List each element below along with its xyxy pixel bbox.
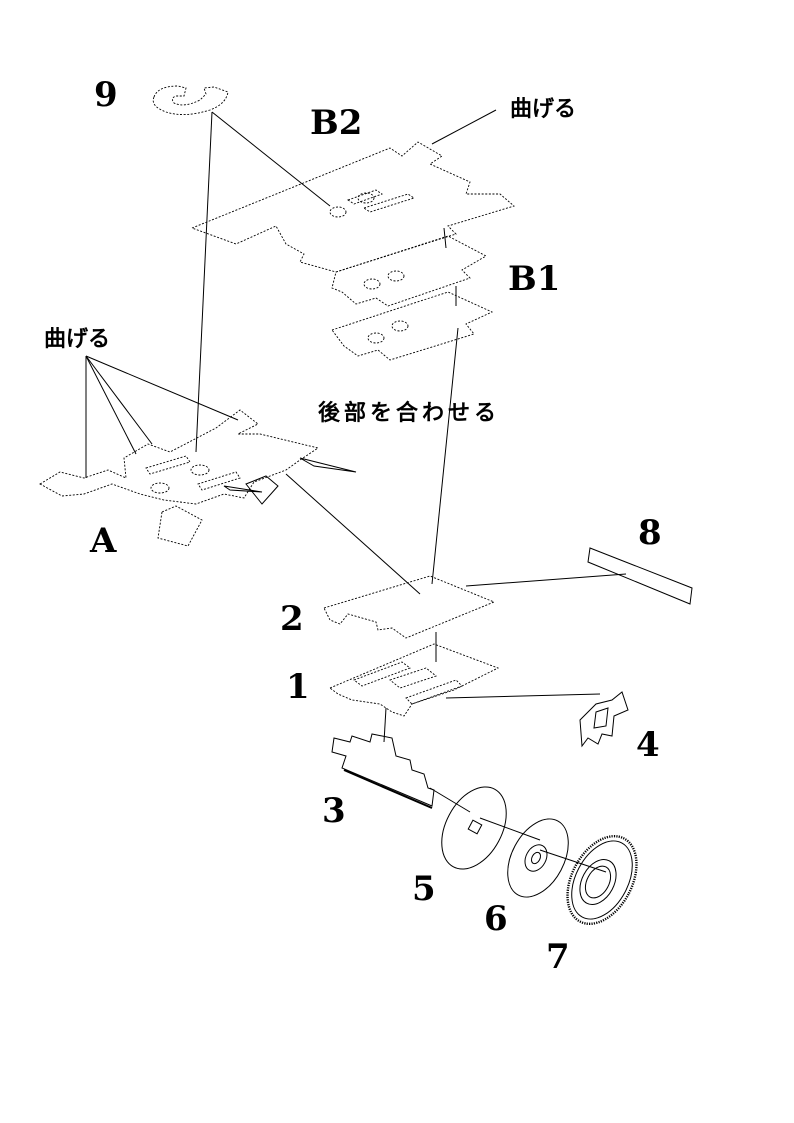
note-align-rear: 後部を合わせる [318,400,500,426]
leader-bend-left-4 [85,355,239,421]
part-b1 [331,235,494,361]
leader-2-to-8 [465,573,627,587]
leader-3-to-5 [429,787,471,813]
label-part-a: A [89,521,117,561]
label-part-6: 6 [484,899,508,939]
leader-9-to-a [195,111,213,453]
part-b2 [190,141,515,273]
leader-bend-top [431,109,497,145]
leader-bend-left-2 [85,355,137,455]
label-part-4: 4 [636,725,660,765]
part-4-bracket [579,691,629,748]
label-part-b2: B2 [310,103,362,143]
label-part-2: 2 [280,599,304,639]
leader-b2-to-b1 [443,227,447,249]
leader-1-to-4 [445,693,601,699]
label-part-1: 1 [286,667,310,707]
part-a-spike-2 [223,485,263,493]
label-part-b1: B1 [508,259,560,299]
leader-b1-to-2 [431,327,459,585]
leader-5-to-6 [479,817,541,841]
leader-lines [85,109,627,873]
part-a [39,409,357,547]
part-1 [329,643,500,717]
label-part-5: 5 [412,869,436,909]
label-part-3: 3 [322,791,346,831]
part-a-spike-1 [299,457,357,473]
note-bend-top: 曲げる [510,97,576,122]
leader-bend-left-3 [85,355,153,445]
part-7-gear [566,834,638,926]
label-part-8: 8 [638,513,662,553]
part-6-disc [507,818,569,898]
leader-9-to-b2 [211,111,331,207]
part-2 [323,575,496,639]
note-bend-left: 曲げる [44,327,110,352]
part-3-frame [331,733,435,809]
label-part-7: 7 [546,937,570,977]
part-5-disc [441,786,507,870]
leader-a-to-2 [285,473,421,595]
part-a-tab [245,475,279,505]
part-9-clip [152,85,229,115]
label-part-9: 9 [94,75,118,115]
part-8-strip [587,547,693,605]
